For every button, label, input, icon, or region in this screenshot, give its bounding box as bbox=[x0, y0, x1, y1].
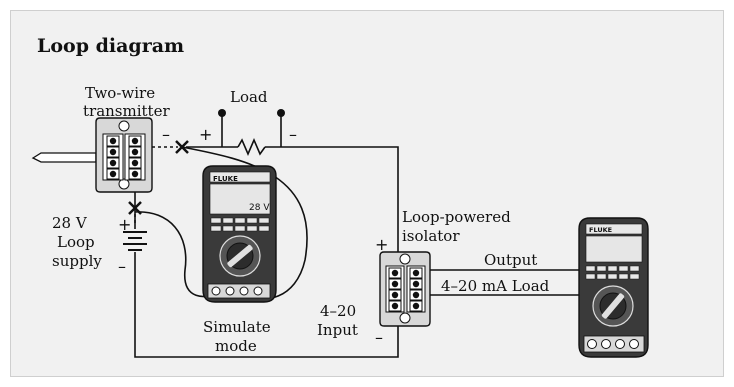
load-label: Load bbox=[230, 88, 268, 106]
isolator-box bbox=[379, 251, 431, 327]
supply-label-line1: 28 V bbox=[52, 214, 88, 232]
battery-symbol bbox=[123, 231, 147, 251]
transmitter-label-line1: Two-wire bbox=[85, 84, 155, 102]
center-meter-brand: FLUKE bbox=[213, 175, 238, 183]
diagram-title: Loop diagram bbox=[37, 35, 185, 57]
center-multimeter: FLUKE 28 V bbox=[202, 165, 277, 303]
break-point-x-left bbox=[128, 201, 142, 215]
transmitter-box bbox=[95, 117, 153, 193]
center-meter-reading: 28 V bbox=[249, 203, 270, 213]
transmitter-plus-sign: + bbox=[199, 125, 212, 144]
center-meter-screen bbox=[209, 183, 271, 215]
load-terminal-minus bbox=[277, 109, 285, 117]
load-terminal-plus bbox=[218, 109, 226, 117]
temperature-probe-icon bbox=[31, 152, 97, 163]
output-meter-screen bbox=[585, 235, 643, 263]
simulate-label-line2: mode bbox=[215, 337, 257, 355]
simulate-label-line1: Simulate bbox=[203, 318, 271, 336]
input-label-line1: 4–20 bbox=[320, 302, 356, 320]
break-point-x-top bbox=[175, 140, 189, 154]
transmitter-minus-sign: – bbox=[162, 125, 170, 144]
supply-plus-sign: + bbox=[118, 215, 131, 234]
supply-label-line3: supply bbox=[52, 252, 102, 270]
transmitter-label-line2: transmitter bbox=[83, 102, 170, 120]
isolator-minus-sign: – bbox=[375, 328, 383, 347]
isolator-plus-sign: + bbox=[375, 235, 388, 254]
output-multimeter: FLUKE bbox=[578, 217, 649, 358]
output-load-label: 4–20 mA Load bbox=[441, 277, 550, 295]
load-minus-sign: – bbox=[289, 125, 297, 144]
isolator-label-line2: isolator bbox=[402, 227, 460, 245]
isolator-label-line1: Loop-powered bbox=[402, 208, 511, 226]
output-meter-brand: FLUKE bbox=[589, 226, 612, 234]
input-label-line2: Input bbox=[317, 321, 358, 339]
supply-label-line2: Loop bbox=[57, 233, 95, 251]
output-label: Output bbox=[484, 251, 537, 269]
supply-minus-sign: – bbox=[118, 257, 126, 276]
